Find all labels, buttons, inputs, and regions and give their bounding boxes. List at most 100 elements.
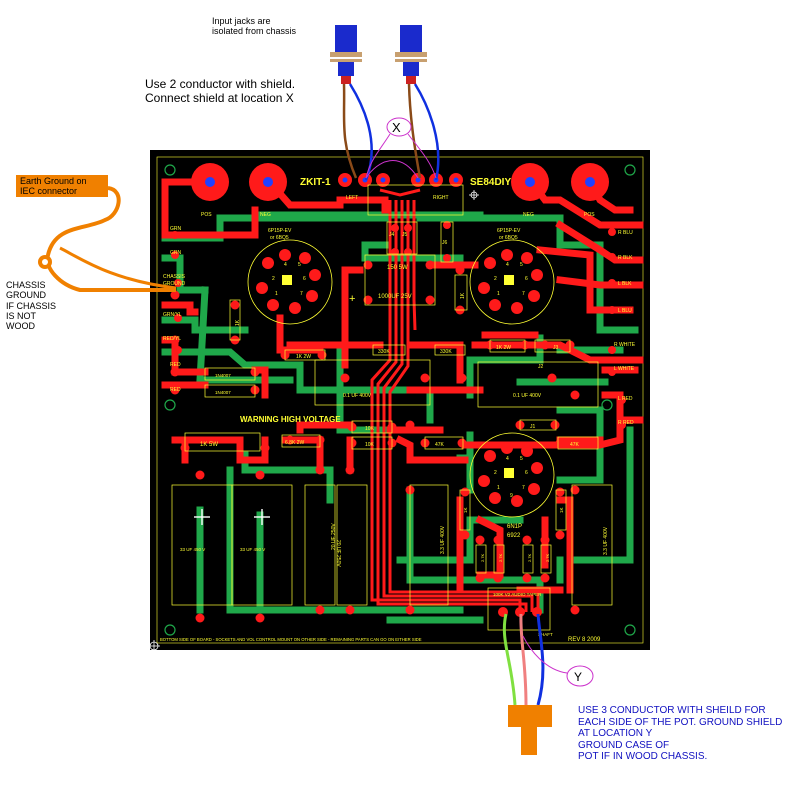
resistor-150-label: 150 5W bbox=[387, 265, 408, 271]
diode-label: 1N4007 bbox=[215, 373, 231, 378]
jumper-j1-label: J1 bbox=[530, 424, 536, 430]
left-wire-label: CHASSIS bbox=[163, 274, 186, 280]
resistor-1k2w-label: 1K 2W bbox=[496, 345, 511, 351]
terminal-neg-right: NEG bbox=[523, 212, 534, 218]
silkscreen-outlines bbox=[171, 184, 613, 631]
right-wire-label: L RED bbox=[618, 396, 633, 402]
svg-text:2: 2 bbox=[494, 470, 497, 476]
resistor-330k-label: 330K bbox=[378, 349, 390, 355]
jumper-j6-label: J6 bbox=[442, 240, 448, 246]
cap-1000-label: 1000UF 25V bbox=[378, 294, 412, 300]
tube-socket-left bbox=[247, 239, 333, 325]
left-wire-label: RED/YL bbox=[163, 336, 181, 342]
cap-20uf-label: 20 UF 250V bbox=[335, 540, 341, 567]
cap-0.1uf-label: 0.1 UF 400V bbox=[513, 393, 542, 399]
svg-text:6: 6 bbox=[525, 276, 528, 282]
tube-left-alt: or 6BQ5 bbox=[270, 235, 289, 241]
marker-x-label: X bbox=[392, 120, 401, 135]
left-wire-label: GROUND bbox=[163, 281, 186, 287]
cap-3.3uf-label: 3.3 UF 400V bbox=[440, 525, 446, 554]
left-wire-label: RED bbox=[170, 387, 181, 393]
right-wire-label: L BLU bbox=[618, 308, 632, 314]
silkscreen-text: ZKIT-1 SE84DIY LEFT RIGHT POS NEG NEG PO… bbox=[160, 177, 636, 643]
cap-33uf-label: 33 UF 450 V bbox=[240, 547, 265, 552]
shield-marker-x bbox=[365, 117, 437, 179]
svg-text:6: 6 bbox=[303, 276, 306, 282]
right-wire-label: R BLK bbox=[618, 255, 633, 261]
pcb-outline bbox=[156, 156, 644, 644]
input-jack-left bbox=[330, 25, 362, 84]
jumper-j2-label: J2 bbox=[538, 364, 544, 370]
right-wire-label: R BLU bbox=[618, 230, 633, 236]
jumper-j4-label: J4 bbox=[389, 232, 395, 238]
registration-marks bbox=[148, 190, 479, 652]
terminal-pos-left: POS bbox=[201, 212, 212, 218]
svg-text:2: 2 bbox=[272, 276, 275, 282]
revision-label: REV 8 2009 bbox=[568, 637, 601, 643]
pot-wiring-note: USE 3 CONDUCTOR WITH SHEILD FOR EACH SID… bbox=[578, 705, 783, 762]
right-wire-label: R WHITE bbox=[614, 342, 636, 348]
tube-socket-right bbox=[469, 239, 555, 325]
cap-1000uf-outline bbox=[364, 254, 436, 306]
tube-driver-type: 6N1P bbox=[507, 524, 522, 530]
svg-text:2: 2 bbox=[494, 276, 497, 282]
pcb-board bbox=[150, 150, 650, 650]
resistor-6.8k-label: 6.8K 2W bbox=[285, 440, 304, 446]
tube-right-type: 6P15P-EV bbox=[497, 228, 521, 234]
right-wire-label: R RED bbox=[618, 420, 634, 426]
resistor-1k-label: 1K bbox=[559, 507, 564, 513]
svg-text:5: 5 bbox=[520, 262, 523, 268]
svg-text:1: 1 bbox=[275, 291, 278, 297]
right-wire-label: L WHITE bbox=[614, 366, 635, 372]
resistor-1k2w-label: 1K 2W bbox=[296, 354, 311, 360]
speaker-terminals bbox=[191, 163, 609, 201]
cap-polarity-marks bbox=[194, 509, 270, 525]
resistor-330k-label: 330K bbox=[440, 349, 452, 355]
shield-connection-note: Use 2 conductor with shield. Connect shi… bbox=[145, 77, 296, 105]
left-wire-label: GRN bbox=[170, 250, 182, 256]
label-left: LEFT bbox=[346, 195, 358, 201]
shield-marker-y bbox=[522, 635, 594, 687]
cap-0.1uf-label: 0.1 UF 400V bbox=[343, 393, 372, 399]
svg-text:9: 9 bbox=[510, 493, 513, 499]
cap-3.3uf-label: 3.3 UF 400V bbox=[603, 526, 609, 555]
svg-text:5: 5 bbox=[298, 262, 301, 268]
svg-text:7: 7 bbox=[522, 291, 525, 297]
resistor-2.7k-label: 2.7K bbox=[545, 553, 550, 562]
tube-left-type: 6P15P-EV bbox=[268, 228, 292, 234]
tube-sockets bbox=[247, 239, 555, 518]
shaft-label: SHAFT bbox=[538, 632, 553, 637]
pot-wires bbox=[502, 613, 545, 706]
resistor-1k5w-label: 1K 5W bbox=[200, 442, 218, 448]
earth-ground-label: Earth Ground on IEC connector bbox=[16, 175, 108, 197]
cap-20uf-label: 20 UF 250V bbox=[331, 523, 337, 550]
input-jacks-note: Input jacks are isolated from chassis bbox=[212, 16, 297, 37]
svg-text:4: 4 bbox=[506, 262, 509, 268]
tube-pin-numbers: 4 5 6 7 2 1 4 5 6 7 2 1 4 5 6 7 2 1 9 bbox=[272, 262, 528, 499]
pot-label: 100K V2 AUDIO TAPER bbox=[493, 592, 542, 597]
board-title-left: ZKIT-1 bbox=[300, 177, 331, 188]
cap-plus-sign: + bbox=[349, 293, 355, 305]
tube-socket-driver bbox=[469, 432, 555, 518]
svg-text:4: 4 bbox=[506, 456, 509, 462]
label-right: RIGHT bbox=[433, 195, 449, 201]
svg-text:1: 1 bbox=[497, 291, 500, 297]
pot-outline bbox=[487, 587, 551, 631]
resistor-1k-label: 1K bbox=[463, 507, 468, 513]
svg-text:1: 1 bbox=[497, 485, 500, 491]
cap-33uf-label: 33 UF 450 V bbox=[180, 547, 205, 552]
left-wire-label: GRN bbox=[170, 226, 182, 232]
resistor-2.7k-label: 2.7K bbox=[527, 553, 532, 562]
svg-text:4: 4 bbox=[284, 262, 287, 268]
resistor-2.7k-label: 2.7K bbox=[498, 553, 503, 562]
tube-right-alt: or 6BQ5 bbox=[499, 235, 518, 241]
resistor-1k-label: 1K bbox=[460, 292, 466, 299]
tube-driver-alt: 6922 bbox=[507, 533, 521, 539]
right-wire-label: L BLK bbox=[618, 281, 632, 287]
green-traces bbox=[161, 211, 639, 624]
svg-text:5: 5 bbox=[520, 456, 523, 462]
bottom-side-note: BOTTOM SIDE OF BOARD - SOCKETS AND VOL C… bbox=[160, 637, 422, 642]
svg-text:6: 6 bbox=[525, 470, 528, 476]
